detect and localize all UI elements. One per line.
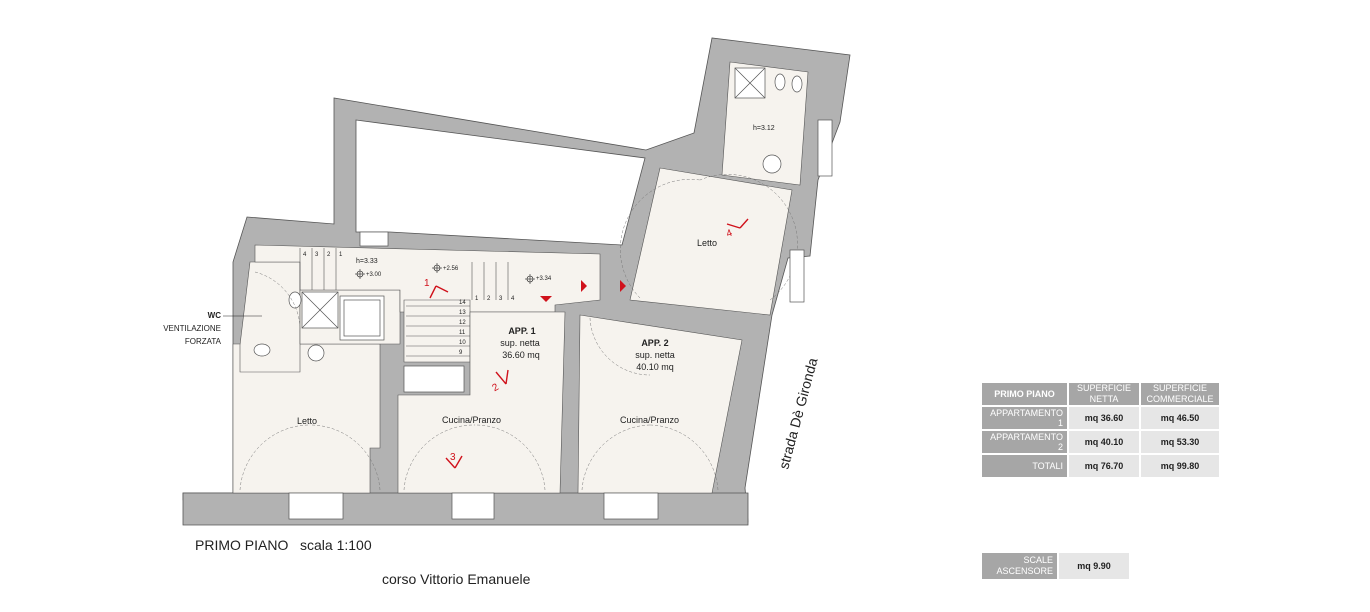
table-row: APPARTAMENTO 2 mq 40.10 mq 53.30 <box>982 431 1219 453</box>
photo-marker-4: 4 <box>725 228 734 240</box>
street-bottom-label: corso Vittorio Emanuele <box>382 571 531 587</box>
fixtures <box>253 67 803 393</box>
floor-corridor <box>254 244 601 313</box>
level-label-1: +3.00 <box>366 272 382 278</box>
elevator-box <box>403 365 465 393</box>
table-header-cell: SUPERFICIE NETTA <box>1069 383 1139 405</box>
wc-note-line-1: VENTILAZIONE <box>163 324 221 333</box>
courtyard <box>355 119 646 246</box>
windows <box>288 119 833 520</box>
floor-letto-right <box>629 167 793 316</box>
stair-step-mid-0: 1 <box>475 296 479 302</box>
stair-step-side-2: 12 <box>459 320 466 326</box>
table-cell-netta: mq 36.60 <box>1069 407 1139 429</box>
stairs-elevator-table: SCALE ASCENSORE mq 9.90 <box>980 551 1131 581</box>
table-row-label: TOTALI <box>982 455 1067 477</box>
wc-note-line-0: WC <box>208 311 222 320</box>
level-markers <box>355 263 535 284</box>
table-row: SCALE ASCENSORE mq 9.90 <box>982 553 1129 579</box>
table-header-cell: SUPERFICIE COMMERCIALE <box>1141 383 1219 405</box>
photo-marker-1: 1 <box>424 278 430 289</box>
table-row-label: APPARTAMENTO 1 <box>982 407 1067 429</box>
table-cell-netta: mq 76.70 <box>1069 455 1139 477</box>
level-label-3: +3.34 <box>536 276 552 282</box>
photo-markers <box>429 218 749 469</box>
sink-right <box>762 154 782 174</box>
stair-step-top-0: 4 <box>303 252 307 258</box>
stair-step-top-3: 1 <box>339 252 343 258</box>
room-letto-left: Letto <box>297 416 317 426</box>
floor-title: PRIMO PIANO scala 1:100 <box>195 537 372 553</box>
toilet-right <box>774 73 786 91</box>
app1-sup: sup. netta <box>500 338 540 348</box>
room-letto-right: Letto <box>697 238 717 248</box>
app1-name: APP. 1 <box>508 326 535 336</box>
stair-step-top-1: 3 <box>315 252 319 258</box>
bidet-left <box>253 343 271 357</box>
stair-step-mid-2: 3 <box>499 296 503 302</box>
photo-marker-2: 2 <box>491 382 502 395</box>
app2-area: 40.10 mq <box>636 362 674 372</box>
table-cell-value: mq 9.90 <box>1059 553 1129 579</box>
height-label-1: h=3.33 <box>356 258 378 265</box>
floor-wc <box>239 261 301 373</box>
table-cell-commerciale: mq 53.30 <box>1141 431 1219 453</box>
level-label-2: +2.56 <box>443 266 459 272</box>
floor-cucina-1 <box>397 311 566 494</box>
table-row: TOTALI mq 76.70 mq 99.80 <box>982 455 1219 477</box>
wc-note-line-2: FORZATA <box>185 337 222 346</box>
stair-step-mid-3: 4 <box>511 296 515 302</box>
room-cucina-2: Cucina/Pranzo <box>620 415 679 425</box>
stair-step-side-5: 9 <box>459 350 463 356</box>
app1-area: 36.60 mq <box>502 350 540 360</box>
stair-step-side-4: 10 <box>459 340 466 346</box>
table-row: APPARTAMENTO 1 mq 36.60 mq 46.50 <box>982 407 1219 429</box>
table-row-label: SCALE ASCENSORE <box>982 553 1057 579</box>
bidet-right <box>791 75 803 93</box>
door-swings <box>239 174 798 491</box>
stair-step-side-0: 14 <box>459 300 466 306</box>
table-header-cell: PRIMO PIANO <box>982 383 1067 405</box>
table-cell-commerciale: mq 46.50 <box>1141 407 1219 429</box>
sink-left <box>307 344 325 362</box>
height-label-2: h=3.12 <box>753 125 775 132</box>
table-row-label: APPARTAMENTO 2 <box>982 431 1067 453</box>
photo-marker-3: 3 <box>450 452 456 463</box>
floor-cucina-2 <box>577 314 743 494</box>
app2-name: APP. 2 <box>641 338 668 348</box>
room-cucina-1: Cucina/Pranzo <box>442 415 501 425</box>
stairs <box>299 248 509 357</box>
table-header-row: PRIMO PIANO SUPERFICIE NETTA SUPERFICIE … <box>982 383 1219 405</box>
stair-step-top-2: 2 <box>327 252 331 258</box>
app2-sup: sup. netta <box>635 350 675 360</box>
toilet-left <box>288 291 302 309</box>
surface-table: PRIMO PIANO SUPERFICIE NETTA SUPERFICIE … <box>980 381 1221 479</box>
street-side-label: strada Dè Gironda <box>775 356 820 471</box>
table-cell-netta: mq 40.10 <box>1069 431 1139 453</box>
stair-step-side-3: 11 <box>459 330 466 336</box>
stair-step-side-1: 13 <box>459 310 466 316</box>
table-cell-commerciale: mq 99.80 <box>1141 455 1219 477</box>
stair-step-mid-1: 2 <box>487 296 491 302</box>
